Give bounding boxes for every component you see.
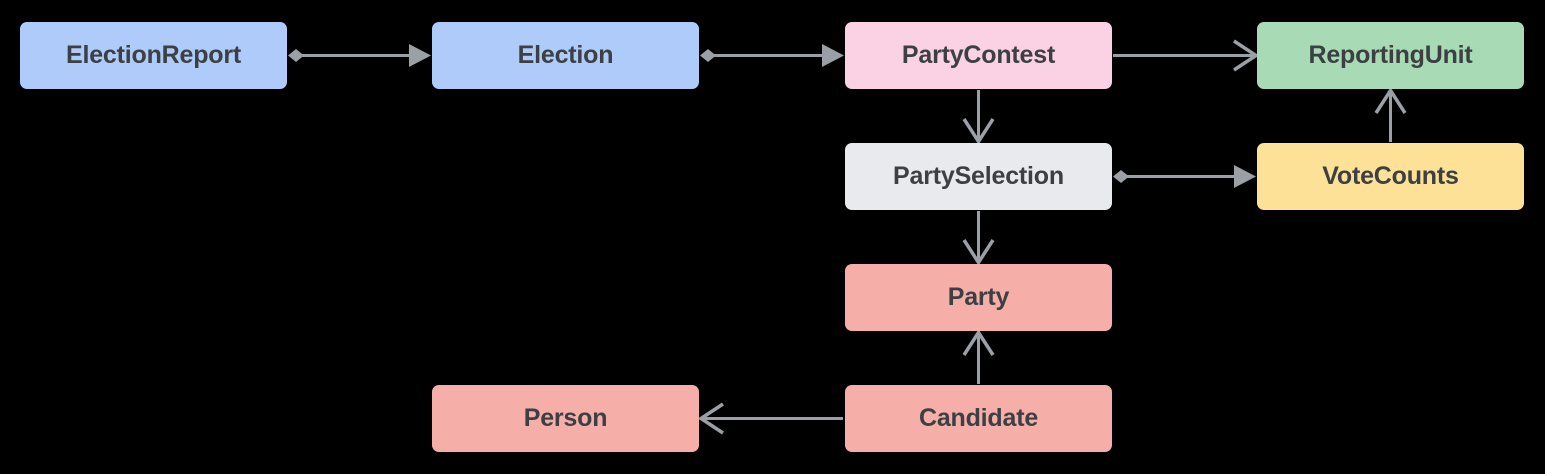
node-label: Election xyxy=(517,41,614,69)
diamond-marker xyxy=(700,49,716,62)
node-label: Candidate xyxy=(918,404,1039,432)
node-candidate[interactable]: Candidate xyxy=(845,385,1112,452)
node-partycontest[interactable]: PartyContest xyxy=(845,22,1112,89)
open-arrow-marker xyxy=(1233,39,1260,72)
filled-arrow-marker xyxy=(409,44,431,67)
edge-candidate-person xyxy=(697,402,843,435)
node-person[interactable]: Person xyxy=(432,385,699,452)
node-label: VoteCounts xyxy=(1322,162,1459,190)
open-arrow-marker xyxy=(697,402,724,435)
open-arrow-marker xyxy=(1374,87,1407,114)
node-party[interactable]: Party xyxy=(845,264,1112,331)
open-arrow-marker xyxy=(962,329,995,356)
edge-partycontest-reportingunit xyxy=(1113,39,1260,72)
node-label: PartyContest xyxy=(901,41,1056,69)
node-label: Person xyxy=(523,404,608,432)
diamond-marker xyxy=(1113,170,1129,183)
node-label: Party xyxy=(947,283,1010,311)
node-electionreport[interactable]: ElectionReport xyxy=(20,22,287,89)
edge-partycontest-partyselection xyxy=(962,90,995,145)
node-label: PartySelection xyxy=(893,162,1064,190)
edge-partyselection-party xyxy=(962,211,995,266)
edge-election-partycontest xyxy=(700,44,844,67)
node-votecounts[interactable]: VoteCounts xyxy=(1257,143,1524,210)
edge-electionreport-election xyxy=(288,44,431,67)
open-arrow-marker xyxy=(962,118,995,145)
node-partyselection[interactable]: PartySelection xyxy=(845,143,1112,210)
edge-votecounts-reportingunit xyxy=(1374,87,1407,142)
edge-partyselection-votecounts xyxy=(1113,165,1256,188)
node-label: ReportingUnit xyxy=(1308,41,1473,69)
filled-arrow-marker xyxy=(1234,165,1256,188)
open-arrow-marker xyxy=(962,239,995,266)
node-election[interactable]: Election xyxy=(432,22,699,89)
node-reportingunit[interactable]: ReportingUnit xyxy=(1257,22,1524,89)
filled-arrow-marker xyxy=(822,44,844,67)
node-label: ElectionReport xyxy=(66,41,241,69)
edge-candidate-party xyxy=(962,329,995,384)
diamond-marker xyxy=(288,49,304,62)
